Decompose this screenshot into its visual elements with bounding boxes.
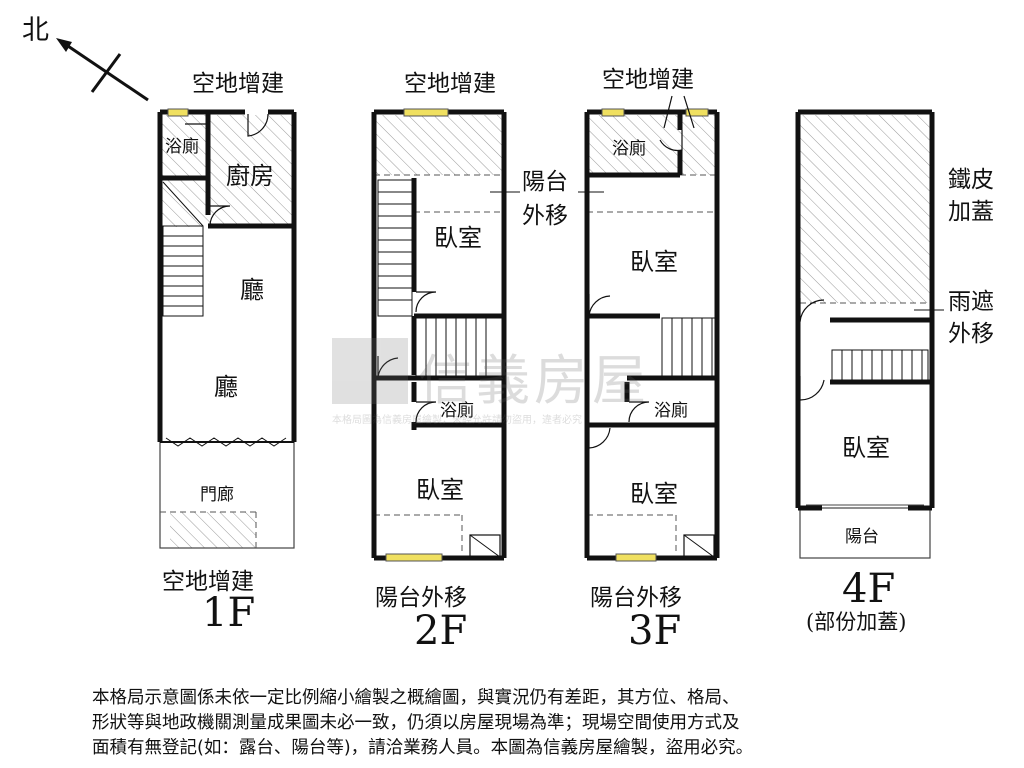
f2-bottom-annotation: 陽台外移 (375, 585, 467, 611)
f3-bedroom-back-label: 臥室 (630, 480, 678, 508)
f1-top-annotation: 空地增建 (192, 71, 284, 97)
f3-bath-top-label: 浴廁 (612, 139, 646, 159)
f3-floor-name: 3F (628, 608, 682, 654)
f4-canopy-line2: 外移 (948, 321, 994, 347)
f2-balcony-line2: 外移 (522, 203, 568, 229)
f1-hall-lower-label: 廳 (214, 373, 238, 401)
f1-hall-upper-label: 廳 (240, 276, 264, 304)
f1-floor-name: 1F (202, 590, 256, 636)
floor-1f-plan (157, 108, 297, 549)
floor-3f-plan (578, 95, 720, 562)
f2-floor-name: 2F (414, 608, 468, 654)
f3-bath-label: 浴廁 (654, 401, 688, 421)
f2-top-annotation: 空地增建 (404, 71, 496, 97)
f2-bedroom-back-label: 臥室 (416, 476, 464, 504)
floor-2f-plan (371, 108, 520, 562)
f3-bottom-annotation: 陽台外移 (590, 585, 682, 611)
f1-bottom-annotation: 空地增建 (162, 569, 254, 595)
f3-bedroom-front-label: 臥室 (630, 248, 678, 276)
watermark: 信義房屋 本格局圖為信義房屋繪製，未經允許請勿盜用，違者必究 (332, 338, 692, 426)
f4-floor-subtitle: (部份加蓋) (806, 610, 907, 634)
f1-porch-label: 門廊 (200, 485, 234, 505)
f2-bath-label: 浴廁 (440, 401, 474, 421)
compass-north-label: 北 (22, 15, 49, 46)
watermark-logo-icon (332, 338, 408, 404)
f2-bedroom-front-label: 臥室 (434, 224, 482, 252)
disclaimer-line-2: 形狀等與地政機關測量成果圖未必一致，仍須以房屋現場為準；現場空間使用方式及 (92, 713, 740, 733)
f2-balcony-line1: 陽台 (522, 169, 568, 195)
disclaimer-line-3: 面積有無登記(如：露台、陽台等)，請洽業務人員。本圖為信義房屋繪製，盜用必究。 (92, 738, 754, 758)
f4-iron-line1: 鐵皮 (948, 167, 994, 193)
floor-4f-plan (795, 109, 944, 559)
disclaimer-line-1: 本格局示意圖係未依一定比例縮小繪製之概繪圖，與實況仍有差距，其方位、格局、 (92, 688, 740, 708)
f3-top-annotation: 空地增建 (602, 67, 694, 93)
disclaimer: 本格局示意圖係未依一定比例縮小繪製之概繪圖，與實況仍有差距，其方位、格局、 形狀… (92, 686, 992, 761)
watermark-notice: 本格局圖為信義房屋繪製，未經允許請勿盜用，違者必究 (332, 415, 582, 426)
compass-arrow (56, 38, 149, 102)
watermark-brand: 信義房屋 (418, 349, 650, 412)
f4-canopy-line1: 雨遮 (948, 289, 994, 315)
f1-bath-label: 浴廁 (165, 137, 199, 157)
f4-balcony-label: 陽台 (845, 527, 879, 547)
f4-floor-name: 4F (842, 566, 896, 612)
f4-bedroom-label: 臥室 (842, 434, 890, 462)
f4-iron-line2: 加蓋 (948, 199, 994, 225)
f1-kitchen-label: 廚房 (226, 162, 274, 190)
